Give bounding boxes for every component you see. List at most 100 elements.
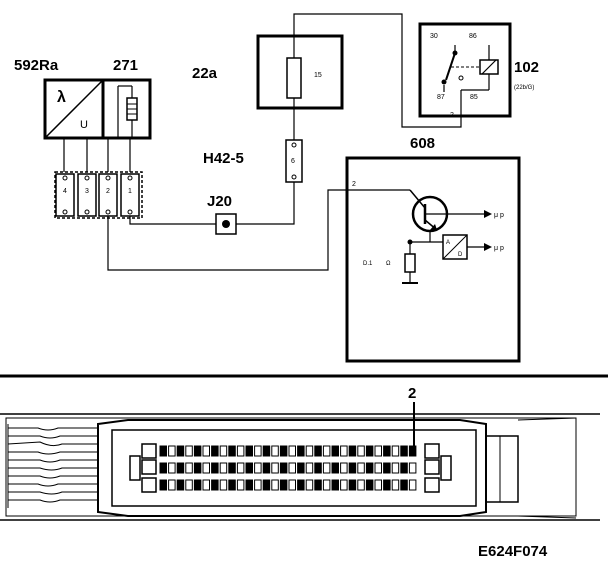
connector-pin xyxy=(348,479,357,491)
ecu-micro-p-1: μ p xyxy=(494,212,504,219)
connector-pin xyxy=(279,445,288,457)
connector-pin xyxy=(400,445,408,457)
connector-pin xyxy=(305,445,314,457)
connector-pin xyxy=(254,479,262,491)
connector-h42-5: H42-5 6 xyxy=(203,139,303,183)
connector-pin xyxy=(236,479,245,491)
connector-pin xyxy=(314,445,322,457)
connector-pin xyxy=(176,445,185,457)
four-pin-connector: 4 3 2 1 xyxy=(54,171,143,219)
connector-pin xyxy=(340,462,348,474)
connector-pin xyxy=(159,479,167,491)
connector-pin xyxy=(331,445,339,457)
cable-bundle-icon xyxy=(7,424,99,508)
ecu-d1-label: D.1 xyxy=(363,261,373,267)
connector-pin xyxy=(245,462,253,474)
connector-pin xyxy=(340,479,348,491)
fuse-number: 15 xyxy=(314,72,322,79)
connector-pin-2: 2 xyxy=(106,188,110,195)
connector-pin xyxy=(228,462,236,474)
ecu-ad-a: A xyxy=(446,240,450,246)
connector-pin xyxy=(271,462,279,474)
junction-label: J20 xyxy=(207,193,232,210)
connector-pin xyxy=(348,462,357,474)
connector-pin xyxy=(211,445,219,457)
connector-pin xyxy=(314,479,322,491)
pin-callout-label: 2 xyxy=(408,385,416,402)
heater-box xyxy=(101,78,152,140)
fuse-label: 22a xyxy=(192,65,218,82)
connector-pin xyxy=(168,445,176,457)
connector-pin xyxy=(279,462,288,474)
relay-pin-85: 85 xyxy=(470,94,478,101)
figure-code: E624F074 xyxy=(478,543,548,560)
junction-j20: J20 xyxy=(207,193,237,235)
ecu-micro-p-2: μ p xyxy=(494,245,504,252)
connector-pin xyxy=(185,479,193,491)
connector-pin-4: 4 xyxy=(63,188,67,195)
ecu-ad-d: D xyxy=(458,252,463,258)
connector-pin xyxy=(211,462,219,474)
connector-pin-2 xyxy=(408,445,417,457)
connector-pin xyxy=(219,462,228,474)
relay-pin-86: 86 xyxy=(469,33,477,40)
relay-label: 102 xyxy=(514,59,539,76)
heater: 271 xyxy=(101,57,152,140)
supply-wires xyxy=(293,13,462,140)
connector-pin xyxy=(400,462,408,474)
connector-pin xyxy=(262,445,271,457)
connector-pin xyxy=(288,445,296,457)
connector-pin xyxy=(305,479,314,491)
connector-pin xyxy=(236,445,245,457)
connector-pin xyxy=(391,462,400,474)
connector-pin xyxy=(391,479,400,491)
connector-pin xyxy=(168,479,176,491)
connector-pin xyxy=(322,445,331,457)
connector-pin xyxy=(193,445,202,457)
connector-pin xyxy=(245,445,253,457)
ecu-608: 608 2 μ p D.1 Ω A D μ p xyxy=(345,135,521,363)
connector-pin xyxy=(348,445,357,457)
connector-pin xyxy=(400,479,408,491)
connector-pin-1: 1 xyxy=(128,188,132,195)
connector-pin xyxy=(408,479,417,491)
lambda-sensor-label: 592Ra xyxy=(14,57,59,74)
connector-pin xyxy=(383,445,391,457)
connector-pin xyxy=(193,462,202,474)
connector-pin xyxy=(279,479,288,491)
u-symbol: U xyxy=(80,119,88,131)
connector-pin xyxy=(365,445,374,457)
connector-pin xyxy=(391,445,400,457)
connector-pin xyxy=(357,462,365,474)
connector-pin xyxy=(314,462,322,474)
connector-pin xyxy=(193,479,202,491)
lambda-sensor-diagonal xyxy=(45,80,103,138)
connector-pin xyxy=(383,479,391,491)
connector-pin xyxy=(176,479,185,491)
ecu-label: 608 xyxy=(410,135,435,152)
connector-pin xyxy=(185,445,193,457)
connector-pin xyxy=(297,479,305,491)
relay-pin-87: 87 xyxy=(437,94,445,101)
connector-pin xyxy=(357,445,365,457)
relay-102: 30 86 87 85 2 102 (22b/G) xyxy=(418,22,539,119)
connector-pin xyxy=(357,479,365,491)
connector-pin xyxy=(374,445,382,457)
connector-pin xyxy=(365,479,374,491)
connector-pin xyxy=(408,462,417,474)
connector-pin xyxy=(202,462,210,474)
connector-pin xyxy=(202,479,210,491)
connector-pin xyxy=(374,479,382,491)
connector-pin xyxy=(271,479,279,491)
connector-pin xyxy=(159,445,167,457)
connector-pin xyxy=(202,445,210,457)
ground-and-signal-wires xyxy=(107,182,350,271)
relay-note: (22b/G) xyxy=(514,85,534,91)
connector-pin xyxy=(322,479,331,491)
connector-pin xyxy=(185,462,193,474)
ecu-input-pin: 2 xyxy=(352,181,356,188)
connector-pin xyxy=(305,462,314,474)
connector-pin-3: 3 xyxy=(85,188,89,195)
sensor-wires xyxy=(63,138,131,172)
connector-pin xyxy=(297,445,305,457)
